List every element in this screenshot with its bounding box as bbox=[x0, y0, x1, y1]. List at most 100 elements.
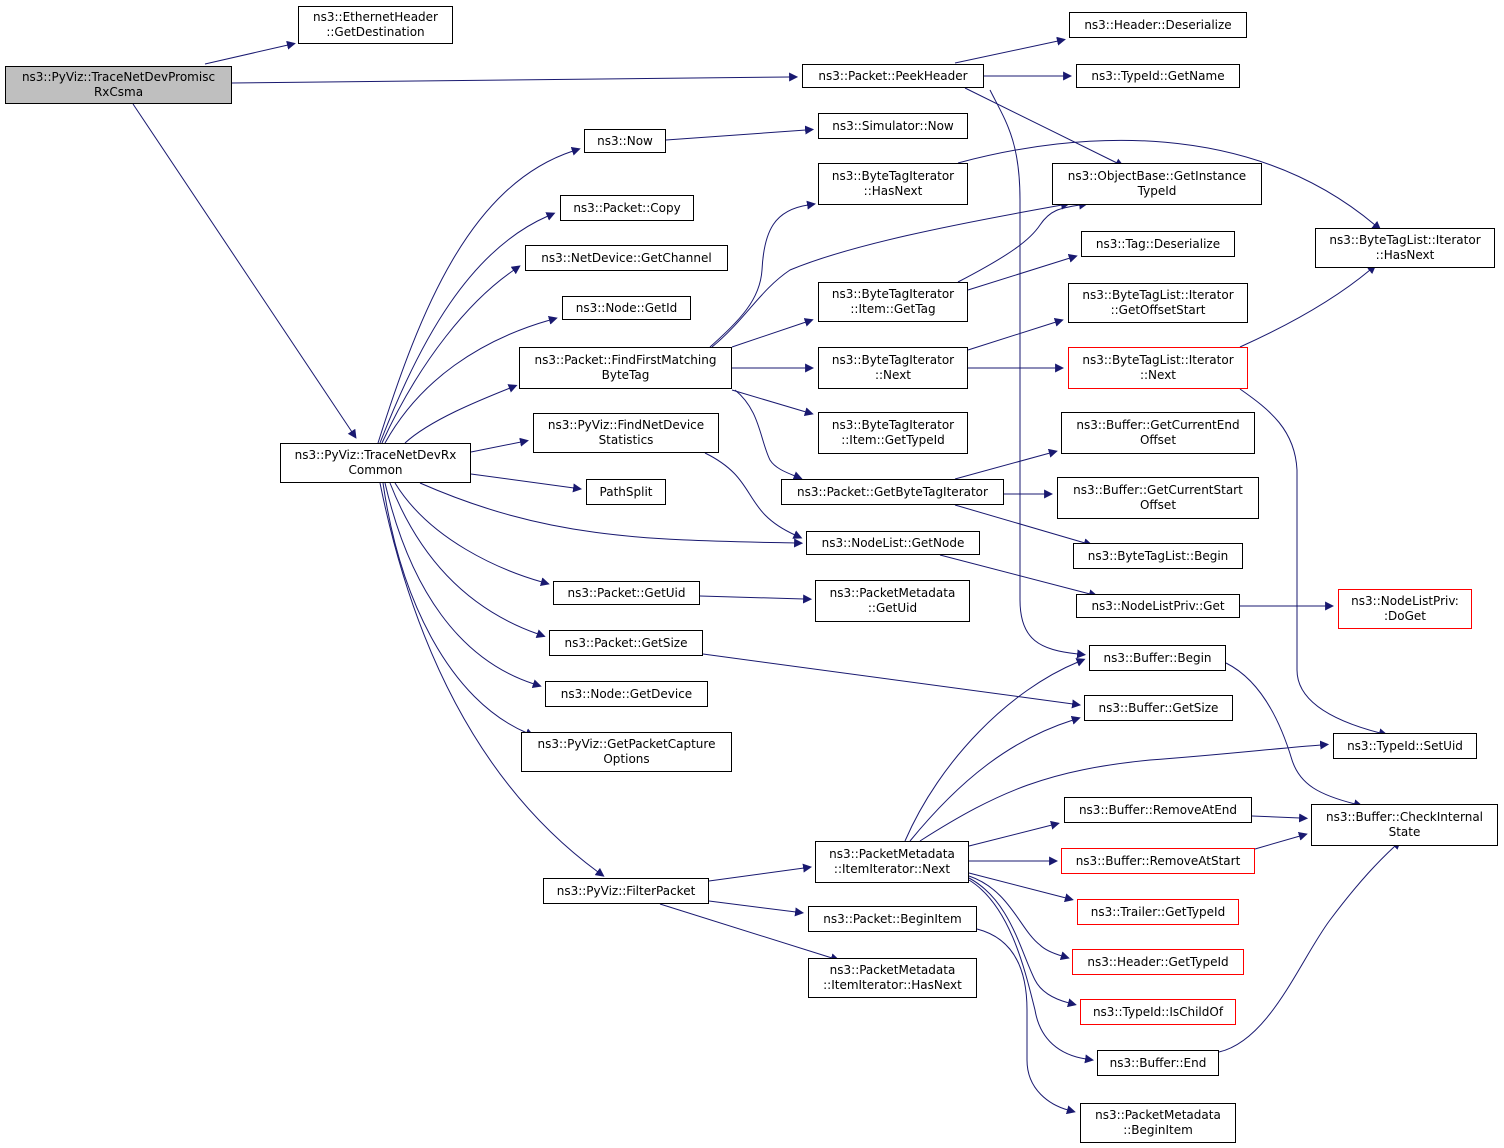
node-label-line: ns3::Buffer::GetCurrentStart bbox=[1073, 483, 1243, 497]
node-label-line: ns3::TypeId::IsChildOf bbox=[1092, 1004, 1224, 1019]
node-label-line: ns3::ByteTagList::Begin bbox=[1087, 548, 1229, 563]
node-eth-getdest[interactable]: ns3::EthernetHeader::GetDestination bbox=[298, 6, 453, 44]
edge-pm_ii_next-to-buf_begin bbox=[904, 658, 1086, 842]
node-sim-now[interactable]: ns3::Simulator::Now bbox=[818, 113, 968, 139]
node-nlp-get[interactable]: ns3::NodeListPriv::Get bbox=[1076, 594, 1240, 618]
node-label-line: ns3::Buffer::GetSize bbox=[1098, 700, 1219, 715]
node-label-line: ::GetUid bbox=[867, 601, 918, 615]
node-pkt-copy[interactable]: ns3::Packet::Copy bbox=[560, 195, 694, 221]
node-btl-next[interactable]: ns3::ByteTagList::Iterator::Next bbox=[1068, 347, 1248, 389]
node-label-line: Common bbox=[348, 463, 403, 477]
node-buf-getsize[interactable]: ns3::Buffer::GetSize bbox=[1084, 695, 1233, 721]
node-typeid-getname[interactable]: ns3::TypeId::GetName bbox=[1076, 64, 1240, 88]
node-label-line: Offset bbox=[1139, 433, 1177, 447]
node-label-line: ns3::Buffer::RemoveAtEnd bbox=[1078, 802, 1238, 817]
node-header-deser[interactable]: ns3::Header::Deserialize bbox=[1069, 12, 1247, 38]
node-label-line: ns3::ByteTagList::Iterator bbox=[1082, 353, 1234, 367]
node-now[interactable]: ns3::Now bbox=[584, 129, 666, 153]
node-peekheader[interactable]: ns3::Packet::PeekHeader bbox=[802, 64, 984, 88]
edge-buf_begin-to-buf_checkinternal bbox=[1225, 662, 1363, 809]
node-buf-end[interactable]: ns3::Buffer::End bbox=[1097, 1050, 1219, 1076]
node-btl-hasnext[interactable]: ns3::ByteTagList::Iterator::HasNext bbox=[1315, 228, 1495, 268]
node-pkt-getuid[interactable]: ns3::Packet::GetUid bbox=[553, 581, 700, 605]
node-label-line: ::GetOffsetStart bbox=[1110, 303, 1206, 317]
edge-root-to-eth_getdest bbox=[204, 40, 296, 65]
node-label-line: ns3::ObjectBase::GetInstance bbox=[1067, 169, 1247, 183]
node-getbytetagiter[interactable]: ns3::Packet::GetByteTagIterator bbox=[781, 479, 1004, 505]
node-btl-begin[interactable]: ns3::ByteTagList::Begin bbox=[1073, 543, 1243, 569]
node-typeid-setuid[interactable]: ns3::TypeId::SetUid bbox=[1333, 733, 1477, 759]
node-pathsplit[interactable]: PathSplit bbox=[586, 479, 666, 505]
node-label-line: ns3::Node::GetDevice bbox=[560, 686, 693, 701]
node-netdev-getchannel[interactable]: ns3::NetDevice::GetChannel bbox=[525, 245, 728, 271]
node-label-line: ns3::PacketMetadata bbox=[829, 586, 956, 600]
node-bti-next[interactable]: ns3::ByteTagIterator::Next bbox=[818, 347, 968, 389]
node-label-line: ns3::PyViz::GetPacketCapture bbox=[537, 737, 716, 751]
node-label-line: ::BeginItem bbox=[1123, 1123, 1193, 1137]
node-pkt-getsize[interactable]: ns3::Packet::GetSize bbox=[549, 630, 703, 656]
node-label-line: ns3::Header::GetTypeId bbox=[1087, 954, 1229, 969]
node-pm-ii-hasnext[interactable]: ns3::PacketMetadata::ItemIterator::HasNe… bbox=[808, 958, 977, 998]
node-buf-removeatstart[interactable]: ns3::Buffer::RemoveAtStart bbox=[1061, 848, 1255, 874]
node-header-gettypeid[interactable]: ns3::Header::GetTypeId bbox=[1072, 949, 1244, 975]
node-label-line: ns3::ByteTagIterator bbox=[831, 169, 955, 183]
edge-tracecommon-to-now bbox=[377, 147, 581, 444]
edge-findfirst-to-objbase bbox=[711, 200, 1070, 348]
node-label-line: ::ItemIterator::HasNext bbox=[823, 978, 962, 992]
node-filterpacket[interactable]: ns3::PyViz::FilterPacket bbox=[543, 878, 709, 904]
node-pm-beginitem[interactable]: ns3::PacketMetadata::BeginItem bbox=[1080, 1103, 1236, 1143]
node-label-line: ::HasNext bbox=[1375, 248, 1435, 262]
node-pkt-beginitem[interactable]: ns3::Packet::BeginItem bbox=[808, 906, 977, 932]
node-label-line: ns3::Tag::Deserialize bbox=[1095, 236, 1221, 251]
node-label-line: ns3::Buffer::RemoveAtStart bbox=[1075, 853, 1241, 868]
node-label-line: Statistics bbox=[598, 433, 654, 447]
node-buf-removeatend[interactable]: ns3::Buffer::RemoveAtEnd bbox=[1064, 797, 1252, 823]
node-bti-item-gettag[interactable]: ns3::ByteTagIterator::Item::GetTag bbox=[818, 282, 968, 322]
node-label-line: ns3::PacketMetadata bbox=[829, 963, 956, 977]
node-trailer-gettypeid[interactable]: ns3::Trailer::GetTypeId bbox=[1077, 899, 1239, 925]
node-label-line: ::Next bbox=[1139, 368, 1177, 382]
node-pm-ii-next[interactable]: ns3::PacketMetadata::ItemIterator::Next bbox=[815, 841, 969, 883]
edge-pm_ii_next-to-typeid_ischildof bbox=[968, 877, 1077, 1008]
node-btl-getoffsetstart[interactable]: ns3::ByteTagList::Iterator::GetOffsetSta… bbox=[1068, 283, 1248, 323]
node-typeid-ischildof[interactable]: ns3::TypeId::IsChildOf bbox=[1080, 999, 1236, 1025]
node-label-line: ::Next bbox=[874, 368, 912, 382]
edge-pkt_beginitem-to-pm_beginitem bbox=[976, 928, 1076, 1115]
node-nodelist-getnode[interactable]: ns3::NodeList::GetNode bbox=[806, 531, 980, 555]
node-bti-hasnext[interactable]: ns3::ByteTagIterator::HasNext bbox=[818, 163, 968, 205]
edge-tracecommon-to-netdev_getchannel bbox=[381, 265, 521, 444]
node-label-line: ns3::ByteTagIterator bbox=[831, 287, 955, 301]
node-node-getid[interactable]: ns3::Node::GetId bbox=[562, 296, 691, 320]
node-label-line: ::Item::GetTag bbox=[850, 302, 936, 316]
edge-pm_ii_next-to-header_gettypeid bbox=[968, 875, 1070, 961]
edge-tracecommon-to-pkt_getuid bbox=[394, 482, 550, 587]
edge-tracecommon-to-node_getdevice bbox=[384, 482, 542, 689]
node-bti-item-gettypeid[interactable]: ns3::ByteTagIterator::Item::GetTypeId bbox=[818, 412, 968, 454]
edge-buf_end-to-buf_checkinternal bbox=[1218, 840, 1401, 1053]
node-label-line: TypeId bbox=[1137, 184, 1177, 198]
node-label-line: Options bbox=[603, 752, 650, 766]
edge-pm_ii_next-to-typeid_setuid bbox=[919, 740, 1330, 842]
node-node-getdevice[interactable]: ns3::Node::GetDevice bbox=[545, 681, 708, 707]
edge-tracecommon-to-findfirst bbox=[404, 384, 518, 444]
node-tag-deser[interactable]: ns3::Tag::Deserialize bbox=[1081, 231, 1235, 257]
edge-pkt_getsize-to-buf_getsize bbox=[702, 653, 1082, 709]
node-label-line: ns3::ByteTagList::Iterator bbox=[1082, 288, 1234, 302]
node-pm-getuid[interactable]: ns3::PacketMetadata::GetUid bbox=[815, 580, 970, 622]
node-label-line: ns3::Packet::BeginItem bbox=[823, 911, 962, 926]
node-buf-begin[interactable]: ns3::Buffer::Begin bbox=[1089, 645, 1226, 671]
node-label-line: ns3::NodeListPriv: bbox=[1351, 594, 1459, 608]
node-label-line: ns3::NetDevice::GetChannel bbox=[541, 250, 712, 265]
node-label-line: ns3::ByteTagList::Iterator bbox=[1329, 233, 1481, 247]
node-nlp-doget[interactable]: ns3::NodeListPriv::DoGet bbox=[1338, 589, 1472, 629]
edge-now-to-sim_now bbox=[665, 125, 815, 141]
